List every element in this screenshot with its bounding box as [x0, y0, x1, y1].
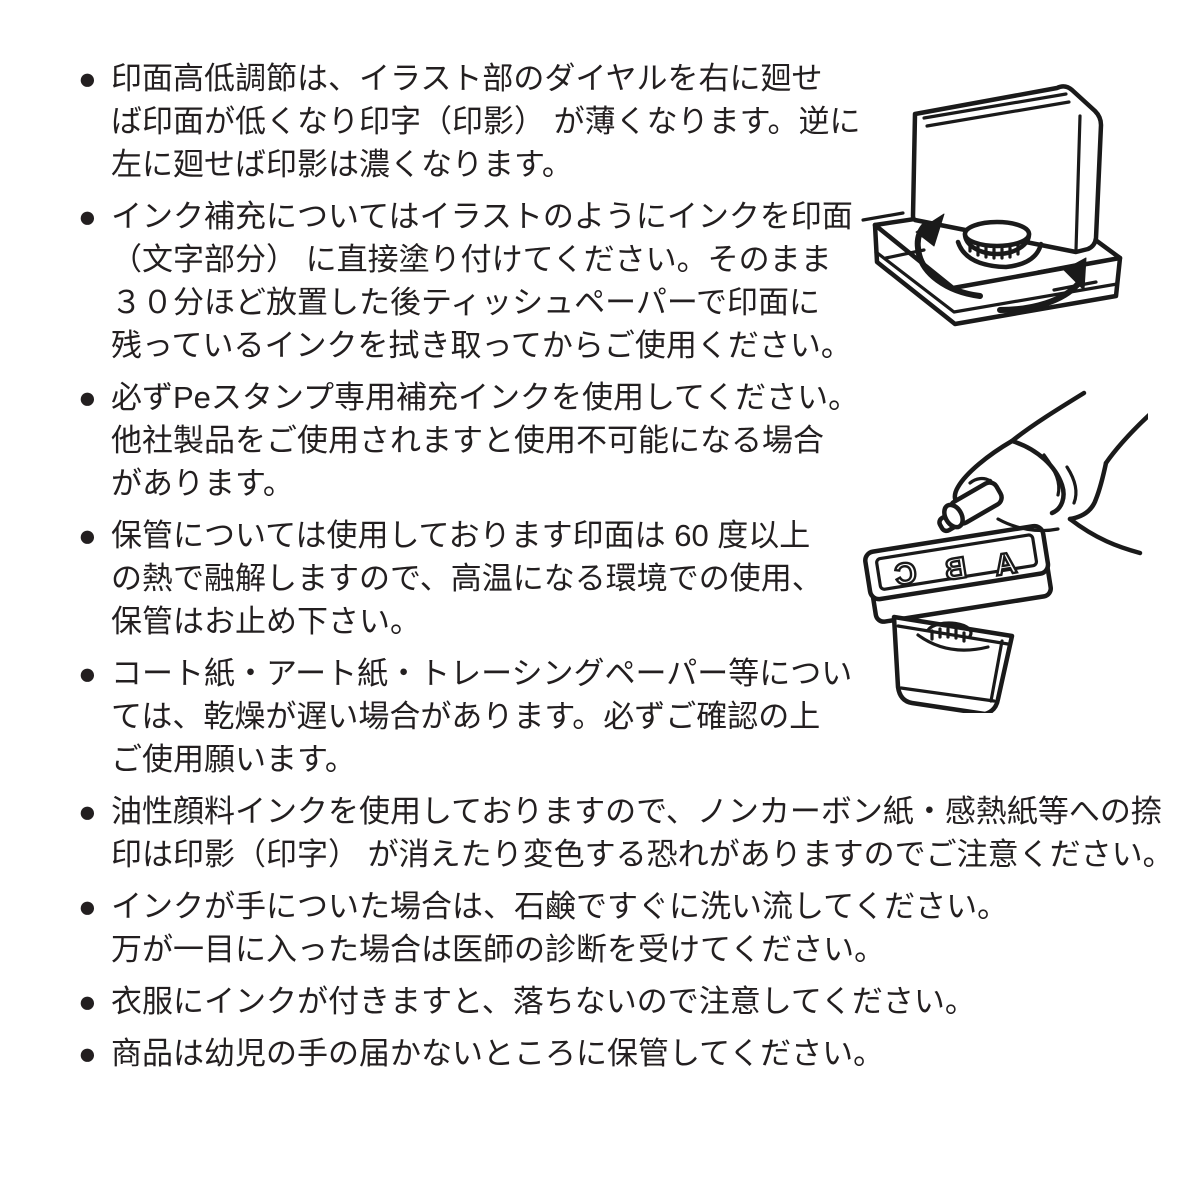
bullet-icon: ●: [78, 984, 97, 1019]
ink-refill-illustration: C B A: [863, 390, 1148, 713]
bullet-icon: ●: [78, 889, 97, 924]
instruction-line: 他社製品をご使用されますと使用不可能になる場合: [111, 423, 824, 458]
instruction-line: インク補充についてはイラストのようにインクを印面: [111, 199, 853, 234]
instruction-item: ● 油性顔料インクを使用しておりますので、ノンカーボン紙・感熱紙等への捺印は印影…: [78, 790, 1174, 876]
stamp-dial-illustration: [861, 84, 1123, 327]
instruction-text: インク補充についてはイラストのようにインクを印面 （文字部分） に直接塗り付けてく…: [111, 199, 853, 363]
instruction-text: インクが手についた場合は、石鹸ですぐに洗い流してください。万が一目に入った場合は…: [111, 889, 1008, 967]
stamp-body: [910, 84, 1104, 255]
instruction-line: コート紙・アート紙・トレーシングペーパー等につい: [111, 656, 853, 691]
instruction-line: 保管については使用しております印面は 60 度以上: [111, 518, 811, 553]
instruction-line: 油性顔料インクを使用しておりますので、ノンカーボン紙・感熱紙等への捺: [111, 794, 1162, 829]
instruction-text: 油性顔料インクを使用しておりますので、ノンカーボン紙・感熱紙等への捺印は印影（印…: [111, 794, 1174, 872]
instruction-line: ご使用願います。: [111, 742, 356, 777]
hand: [952, 390, 1148, 556]
dial-icon: [916, 621, 990, 652]
instruction-line: 保管はお止め下さい。: [111, 604, 421, 639]
instruction-line: ３０分ほど放置した後ティッシュペーパーで印面に: [111, 285, 820, 320]
bullet-icon: ●: [78, 61, 97, 96]
instruction-item: ● 保管については使用しております印面は 60 度以上の熱で融解しますので、高温…: [78, 514, 1155, 643]
instruction-line: ば印面が低くなり印字（印影） が薄くなります。逆に: [111, 104, 861, 139]
instruction-line: 左に廻せば印影は濃くなります。: [111, 147, 573, 182]
instruction-item: ● コート紙・アート紙・トレーシングペーパー等については、乾燥が遅い場合がありま…: [78, 652, 1155, 781]
stamp-face: C B A: [863, 523, 1054, 624]
rotation-arrow-left: [914, 213, 983, 299]
instruction-line: の熱で融解しますので、高温になる環境での使用、: [111, 561, 823, 596]
rotation-arrow-right: [997, 257, 1087, 313]
instruction-text: 商品は幼児の手の届かないところに保管してください。: [111, 1036, 884, 1071]
stamp-body-inverted: [891, 614, 1015, 713]
instruction-line: ては、乾燥が遅い場合があります。必ずご確認の上: [111, 699, 821, 734]
bullet-icon: ●: [78, 518, 97, 553]
instruction-item: ● 印面高低調節は、イラスト部のダイヤルを右に廻せば印面が低くなり印字（印影） …: [78, 57, 1155, 186]
bullet-icon: ●: [78, 380, 97, 415]
instruction-line: 商品は幼児の手の届かないところに保管してください。: [111, 1036, 885, 1071]
bullet-icon: ●: [78, 1036, 97, 1071]
instruction-line: （文字部分） に直接塗り付けてください。そのまま: [111, 242, 832, 277]
instruction-line: 残っているインクを拭き取ってからご使用ください。: [111, 328, 852, 363]
instruction-line: インクが手についた場合は、石鹸ですぐに洗い流してください。: [111, 889, 1009, 924]
instruction-text: 衣服にインクが付きますと、落ちないので注意してください。: [111, 984, 976, 1019]
instruction-line: があります。: [111, 466, 294, 501]
instruction-text: コート紙・アート紙・トレーシングペーパー等については、乾燥が遅い場合があります。…: [111, 656, 852, 777]
bullet-icon: ●: [78, 199, 97, 234]
bullet-icon: ●: [78, 794, 97, 829]
instruction-line: 印面高低調節は、イラスト部のダイヤルを右に廻せ: [111, 61, 823, 96]
bullet-icon: ●: [78, 656, 97, 691]
instruction-item: ● 必ずPeスタンプ専用補充インクを使用してください。他社製品をご使用されますと…: [78, 376, 1155, 505]
dial-icon: [955, 219, 1044, 270]
ink-applicator: [937, 480, 1004, 534]
instruction-line: 万が一目に入った場合は医師の診断を受けてください。: [111, 932, 886, 967]
instruction-item: ● インク補充についてはイラストのようにインクを印面 （文字部分） に直接塗り付け…: [78, 195, 1155, 367]
instruction-item: ● 衣服にインクが付きますと、落ちないので注意してください。: [78, 980, 1155, 1023]
instructions-list: ● 印面高低調節は、イラスト部のダイヤルを右に廻せば印面が低くなり印字（印影） …: [78, 57, 1174, 1084]
instruction-line: 衣服にインクが付きますと、落ちないので注意してください。: [111, 984, 976, 1019]
instruction-text: 保管については使用しております印面は 60 度以上の熱で融解しますので、高温にな…: [111, 518, 823, 639]
instruction-item: ● インクが手についた場合は、石鹸ですぐに洗い流してください。万が一目に入った場…: [78, 885, 1155, 971]
instruction-text: 必ずPeスタンプ専用補充インクを使用してください。他社製品をご使用されますと使用…: [111, 380, 859, 501]
instruction-line: 印は印影（印字） が消えたり変色する恐れがありますのでご注意ください。: [111, 837, 1174, 872]
instruction-item: ● 商品は幼児の手の届かないところに保管してください。: [78, 1032, 1155, 1075]
instruction-text: 印面高低調節は、イラスト部のダイヤルを右に廻せば印面が低くなり印字（印影） が薄…: [111, 61, 861, 182]
instruction-line: 必ずPeスタンプ専用補充インクを使用してください。: [111, 380, 860, 415]
